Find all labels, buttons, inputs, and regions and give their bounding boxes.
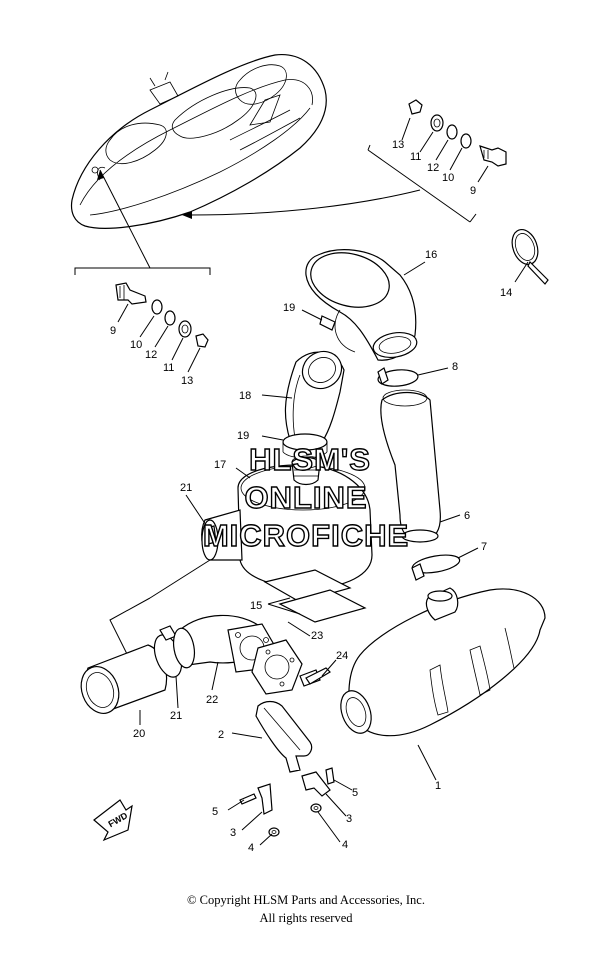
clamp-band (511, 228, 549, 285)
callout-4-right: 4 (342, 839, 348, 851)
callout-9-right: 9 (470, 185, 476, 197)
callout-3-right: 3 (346, 813, 352, 825)
callout-9-left: 9 (110, 325, 116, 337)
callout-23: 23 (311, 630, 323, 642)
callout-5-left: 5 (212, 806, 218, 818)
exhaust-hose-6 (380, 389, 441, 543)
callout-16: 16 (425, 249, 437, 261)
callout-13-right: 13 (392, 139, 404, 151)
callout-12-left: 12 (145, 349, 157, 361)
watermark-line-1: HLSM'S (248, 441, 371, 477)
callout-3-left: 3 (230, 827, 236, 839)
hardware-set-left (115, 282, 209, 348)
flange-gasket (251, 639, 303, 695)
callout-19-lower: 19 (237, 430, 249, 442)
callout-7: 7 (481, 541, 487, 553)
callout-11-right: 11 (410, 151, 421, 163)
callout-19-upper: 19 (283, 302, 295, 314)
callout-12-right: 12 (427, 162, 439, 174)
exhaust-hose-upper (305, 249, 418, 361)
hose-clamp-19-lower (282, 433, 328, 459)
forward-direction-arrow: FWD (93, 799, 133, 842)
callout-21-upper: 21 (180, 482, 192, 494)
callout-8: 8 (452, 361, 458, 373)
exhaust-pipe-20 (80, 644, 168, 714)
callout-21-lower: 21 (170, 710, 182, 722)
hose-clamp-8 (377, 367, 419, 387)
watermark-line-2: ONLINE (244, 479, 368, 515)
callout-11-left: 11 (163, 362, 174, 374)
callout-17: 17 (214, 459, 226, 471)
callout-2: 2 (218, 729, 224, 741)
callout-4-left: 4 (248, 842, 254, 854)
exhaust-hose-18 (284, 350, 345, 443)
callout-labels: 13 11 12 10 9 16 14 9 10 12 11 13 19 8 1… (110, 139, 512, 854)
water-box (201, 455, 373, 589)
callout-14: 14 (500, 287, 512, 299)
mounting-strap (255, 700, 313, 773)
callout-18: 18 (239, 390, 251, 402)
gasket-sheets (263, 569, 367, 623)
callout-1: 1 (435, 780, 441, 792)
callout-15: 15 (250, 600, 262, 612)
bracket-left (239, 783, 280, 837)
callout-24: 24 (336, 650, 348, 662)
bracket-right (301, 767, 335, 813)
copyright-notice: © Copyright HLSM Parts and Accessories, … (187, 893, 425, 907)
watermark-line-3: MICROFICHE (202, 517, 410, 553)
callout-10-right: 10 (442, 172, 454, 184)
hardware-set-right (408, 99, 507, 167)
callout-6: 6 (464, 510, 470, 522)
callout-20: 20 (133, 728, 145, 740)
muffler (340, 587, 546, 737)
callout-22: 22 (206, 694, 218, 706)
bolt-24 (299, 667, 331, 687)
callout-10-left: 10 (130, 339, 142, 351)
hose-clamp-7 (411, 554, 461, 581)
callout-13-left: 13 (181, 375, 193, 387)
callout-5-right: 5 (352, 787, 358, 799)
rights-notice: All rights reserved (259, 911, 353, 925)
watercraft-illustration (70, 54, 327, 229)
